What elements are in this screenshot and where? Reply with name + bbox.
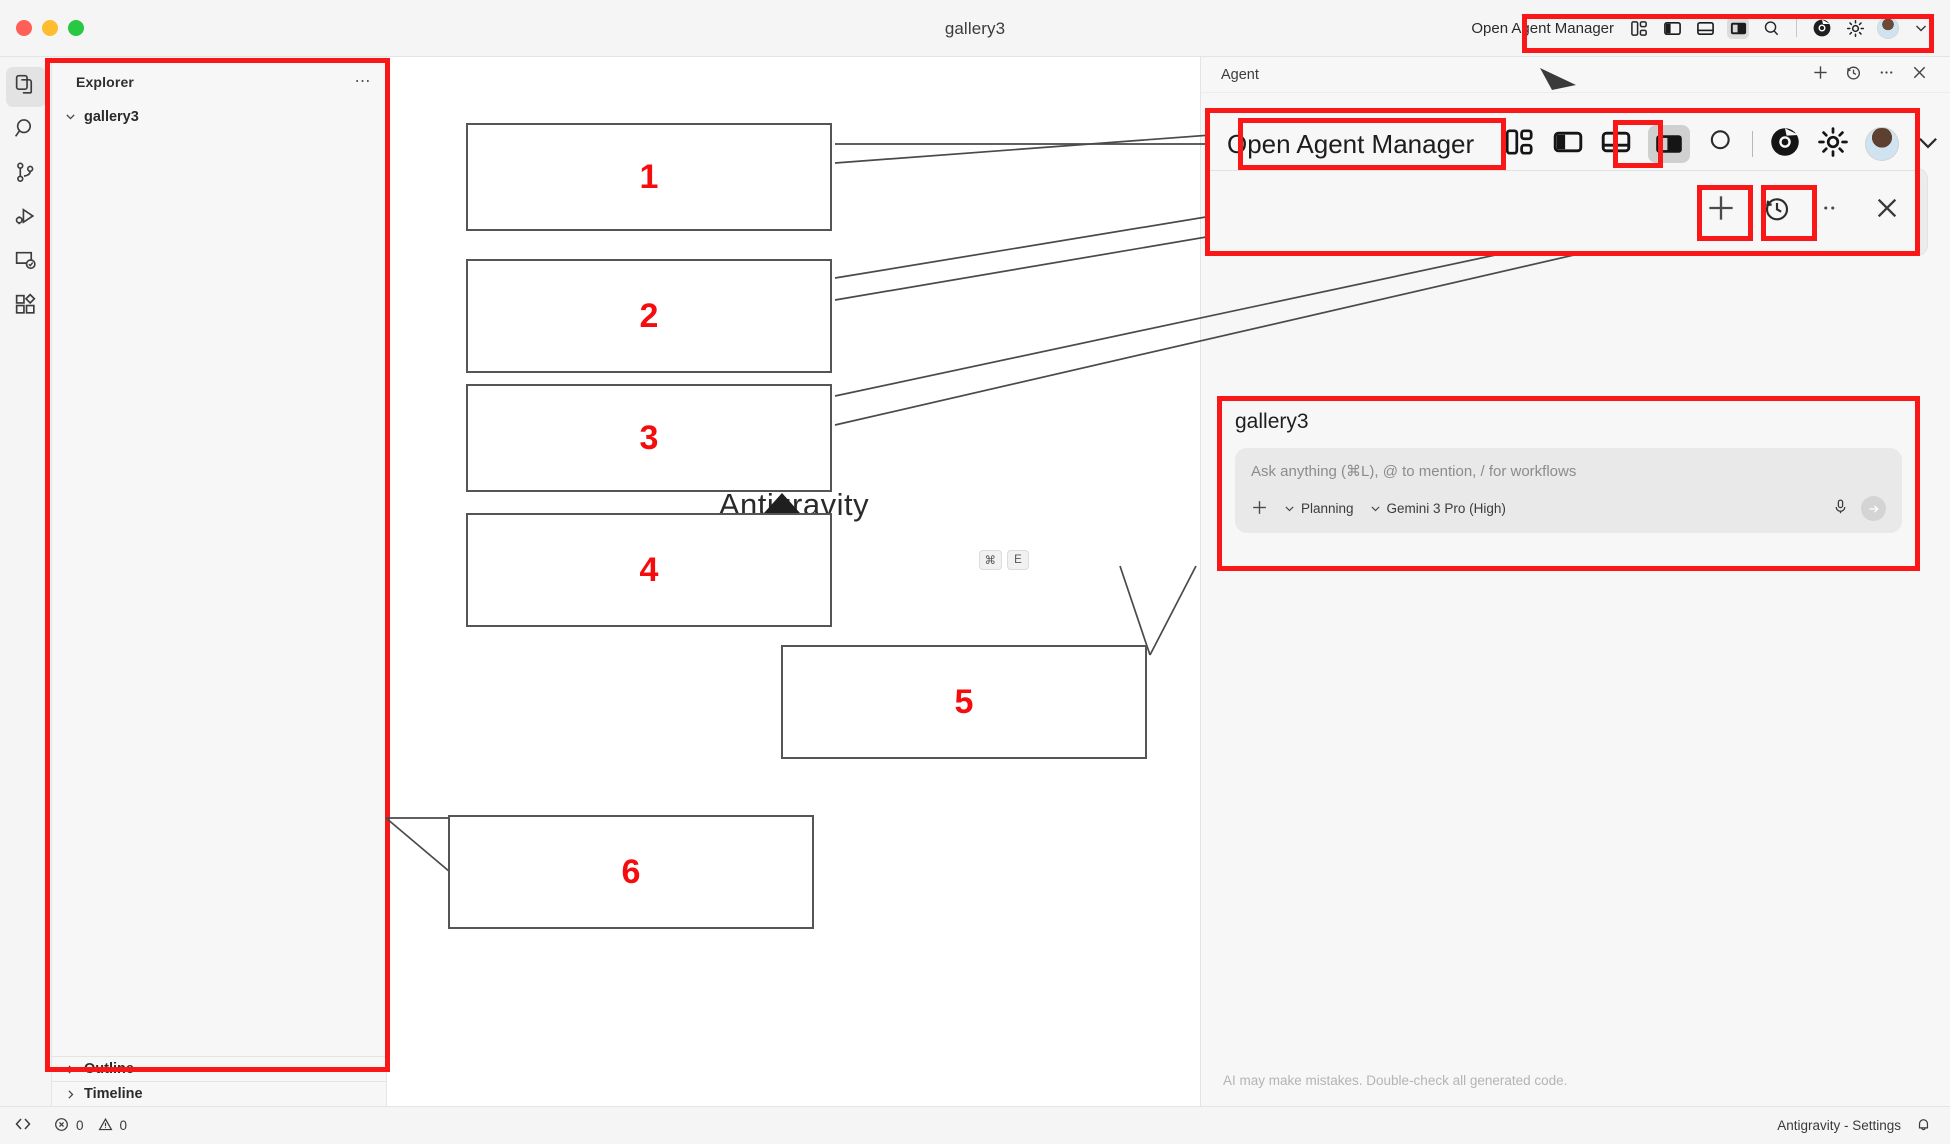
- notifications-bell-icon[interactable]: [1915, 1116, 1932, 1136]
- chevron-right-icon: [62, 1063, 78, 1076]
- more-actions-icon[interactable]: ⋯: [354, 73, 372, 90]
- section-outline[interactable]: Outline: [52, 1056, 386, 1081]
- conversation-title: gallery3: [1223, 129, 1295, 151]
- agent-panel: Agent gallery3 Ask anything (⌘L), @ to: [1200, 57, 1950, 1106]
- warning-count: 0: [119, 1118, 128, 1133]
- brand-title: Antigravity: [718, 487, 870, 522]
- agent-panel-title: Agent: [1221, 66, 1259, 83]
- open-agent-manager-label[interactable]: Open Agent Manager: [1471, 19, 1614, 37]
- explorer-header: Explorer ⋯: [52, 65, 386, 99]
- history-clock-icon[interactable]: [1845, 64, 1862, 86]
- explorer-bottom-sections: Outline Timeline: [52, 1056, 386, 1106]
- welcome-row-code-with-agent[interactable]: Code with Agent: [559, 574, 1029, 603]
- traffic-lights[interactable]: [16, 20, 84, 36]
- remote-monitor-icon: [13, 248, 38, 278]
- section-label: Timeline: [84, 1086, 143, 1102]
- search-icon: [13, 116, 38, 146]
- extensions-icon: [13, 292, 38, 322]
- kbd-e: E: [1007, 549, 1029, 570]
- mode-selector[interactable]: Planning: [1271, 224, 1340, 239]
- toggle-primary-sidebar-icon[interactable]: [1661, 17, 1683, 39]
- section-label: Outline: [84, 1061, 134, 1077]
- explorer-sidebar: Explorer ⋯ gallery3 Outline: [52, 57, 387, 1106]
- search-icon[interactable]: [1760, 17, 1782, 39]
- attach-plus-icon[interactable]: [1240, 222, 1255, 240]
- status-bar: 0 0 Antigravity - Settings: [0, 1106, 1950, 1144]
- window-titlebar: gallery3 Open Agent Manager: [0, 0, 1950, 57]
- sidebar-item-extensions[interactable]: [6, 287, 46, 327]
- user-avatar[interactable]: [1877, 17, 1899, 39]
- explorer-empty-space: [52, 129, 386, 1056]
- send-button[interactable]: [1887, 219, 1911, 243]
- toolbar-divider: [1796, 19, 1797, 37]
- source-control-icon: [13, 160, 38, 190]
- welcome-shortcut-list: Switch to Agent Manager ⌘ E Code with Ag…: [559, 545, 1029, 632]
- run-debug-icon: [13, 204, 38, 234]
- sidebar-item-source-control[interactable]: [6, 155, 46, 195]
- welcome-row-label: Code with Agent: [559, 579, 672, 597]
- toggle-secondary-sidebar-icon[interactable]: [1727, 17, 1749, 39]
- sidebar-item-remote-explorer[interactable]: [6, 243, 46, 283]
- sidebar-item-search[interactable]: [6, 111, 46, 151]
- titlebar-right-toolbar: Open Agent Manager: [1471, 17, 1932, 39]
- chevron-down-icon[interactable]: [1910, 17, 1932, 39]
- agent-panel-body: gallery3 Ask anything (⌘L), @ to mention…: [1201, 93, 1950, 1054]
- welcome-screen: Antigravity Switch to Agent Manager ⌘ E …: [388, 487, 1200, 632]
- close-panel-icon[interactable]: [1911, 64, 1928, 86]
- warning-icon: [98, 1117, 113, 1135]
- mode-label: Planning: [1289, 223, 1340, 239]
- new-conversation-button[interactable]: [1812, 64, 1829, 86]
- explorer-title: Explorer: [76, 74, 134, 90]
- agent-panel-header: Agent: [1201, 57, 1950, 93]
- chrome-icon[interactable]: [1811, 17, 1833, 39]
- welcome-row-label: Edit code inline: [559, 608, 665, 626]
- ellipsis-icon[interactable]: [1878, 64, 1895, 86]
- agent-panel-actions: [1812, 64, 1928, 86]
- welcome-row-switch-to-agent-manager[interactable]: Switch to Agent Manager ⌘ E: [559, 545, 1029, 574]
- agent-disclaimer: AI may make mistakes. Double-check all g…: [1223, 1072, 1568, 1088]
- sidebar-item-explorer[interactable]: [5, 67, 46, 107]
- composer-toolbar: Planning Gemini 3 Pro (High): [1240, 219, 1911, 243]
- activity-bar: [0, 57, 52, 1106]
- explorer-file-tree: gallery3: [52, 99, 386, 129]
- keybinding-group: ⌘ E: [978, 549, 1029, 570]
- minimize-window-button[interactable]: [42, 20, 58, 36]
- status-problems[interactable]: 0 0: [54, 1117, 127, 1135]
- agent-manager-grid-icon[interactable]: [1628, 17, 1650, 39]
- section-timeline[interactable]: Timeline: [52, 1081, 386, 1106]
- settings-gear-icon[interactable]: [1844, 17, 1866, 39]
- chevron-right-icon: [62, 1088, 78, 1101]
- microphone-icon[interactable]: [1859, 221, 1875, 242]
- editor-area: Antigravity Switch to Agent Manager ⌘ E …: [388, 57, 1200, 1106]
- sidebar-item-run-and-debug[interactable]: [6, 199, 46, 239]
- chevron-down-icon: [62, 110, 78, 123]
- error-icon: [54, 1117, 69, 1135]
- status-bar-left: 0 0: [14, 1116, 127, 1135]
- settings-status-label[interactable]: Antigravity - Settings: [1777, 1118, 1901, 1133]
- zoom-window-button[interactable]: [68, 20, 84, 36]
- close-window-button[interactable]: [16, 20, 32, 36]
- model-selector[interactable]: Gemini 3 Pro (High): [1356, 223, 1489, 239]
- tree-item-gallery3[interactable]: gallery3: [52, 104, 386, 129]
- model-label: Gemini 3 Pro (High): [1373, 223, 1489, 239]
- welcome-row-label: Switch to Agent Manager: [559, 550, 732, 568]
- composer-right-controls: [1859, 219, 1911, 243]
- toggle-panel-icon[interactable]: [1694, 17, 1716, 39]
- welcome-row-edit-code-inline[interactable]: Edit code inline: [559, 603, 1029, 632]
- remote-window-icon[interactable]: [14, 1116, 32, 1135]
- error-count: 0: [76, 1118, 84, 1133]
- tree-item-label: gallery3: [84, 108, 139, 125]
- agent-composer[interactable]: Ask anything (⌘L), @ to mention, / for w…: [1223, 168, 1928, 256]
- kbd-command: ⌘: [978, 549, 1002, 570]
- status-bar-right: Antigravity - Settings: [1777, 1116, 1932, 1136]
- composer-input[interactable]: Ask anything (⌘L), @ to mention, / for w…: [1240, 185, 1555, 201]
- files-icon: [13, 72, 38, 102]
- composer-left-controls: Planning Gemini 3 Pro (High): [1240, 222, 1488, 240]
